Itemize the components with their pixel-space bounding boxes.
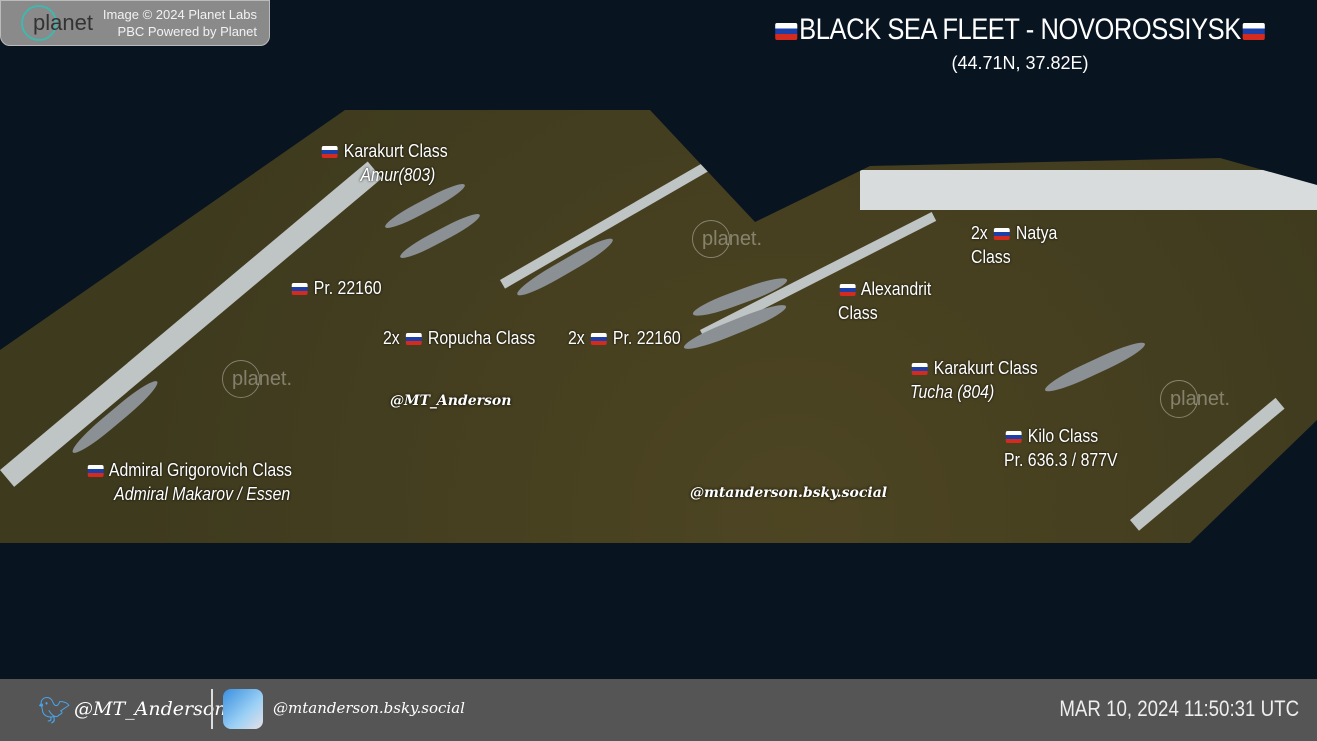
label-2x-pr22160: 2x Pr. 22160	[568, 328, 681, 348]
russia-flag-icon	[1242, 22, 1265, 40]
label-ropucha: 2x Ropucha Class	[383, 328, 536, 348]
planet-watermark: planet.	[221, 360, 293, 398]
pier	[500, 150, 731, 289]
divider	[211, 689, 213, 729]
capture-datetime: MAR 10, 2024 11:50:31 UTC	[1059, 696, 1299, 721]
pier	[1130, 397, 1285, 531]
credit-line-2: PBC Powered by Planet	[117, 24, 257, 39]
page-title: BLACK SEA FLEET - NOVOROSSIYSK	[748, 12, 1292, 48]
coordinates: (44.71N, 37.82E)	[951, 53, 1089, 73]
bluesky-avatar-icon	[223, 689, 263, 729]
planet-watermark: planet.	[1159, 380, 1231, 418]
twitter-handle-overlay: @MT_Anderson	[390, 393, 512, 409]
ship	[1042, 337, 1148, 397]
bluesky-handle[interactable]: @mtanderson.bsky.social	[273, 699, 465, 717]
twitter-handle[interactable]: @MT_Anderson	[74, 698, 227, 720]
shore	[860, 170, 1317, 210]
planet-logo-icon	[21, 5, 57, 41]
label-pr22160: Pr. 22160	[290, 276, 382, 300]
breakwater	[0, 161, 382, 487]
russia-flag-icon	[775, 22, 798, 40]
planet-logo-text: planet	[33, 10, 93, 35]
credit-line-1: Image © 2024 Planet Labs	[102, 7, 257, 22]
twitter-bird-icon: 🐦︎	[38, 695, 72, 725]
planet-watermark: planet.	[691, 220, 763, 258]
footer: 🐦︎ @MT_Anderson @mtanderson.bsky.social …	[0, 679, 1317, 741]
bluesky-handle-overlay: @mtanderson.bsky.social	[690, 485, 888, 501]
